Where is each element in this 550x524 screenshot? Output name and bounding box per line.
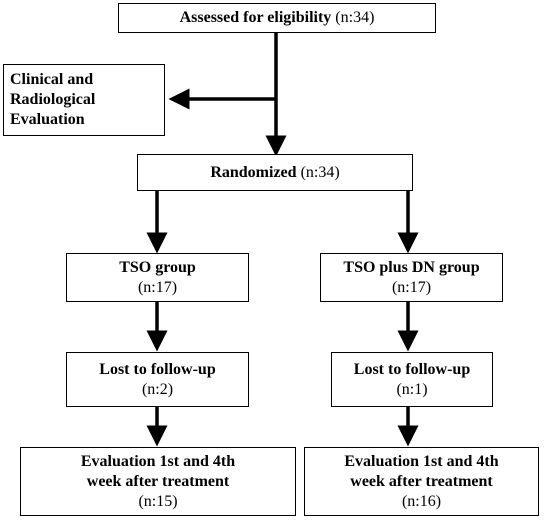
- clinical-evaluation-box: Clinical and Radiological Evaluation: [3, 64, 165, 136]
- randomized-label: Randomized: [210, 163, 297, 181]
- final-left-box: Evaluation 1st and 4th week after treatm…: [20, 447, 296, 516]
- final-left-line-1: Evaluation 1st and 4th: [80, 452, 236, 470]
- final-right-line-2: week after treatment: [350, 472, 493, 490]
- assessed-box: Assessed for eligibility (n:34): [118, 3, 436, 33]
- assessed-label: Assessed for eligibility: [179, 9, 332, 26]
- randomized-count: (n:34): [300, 163, 340, 181]
- lost-left-count: (n:2): [141, 380, 174, 398]
- assessed-count: (n:34): [335, 9, 375, 26]
- lost-left-label: Lost to follow-up: [99, 360, 216, 378]
- clinical-line-3: Evaluation: [10, 111, 85, 128]
- tso-group-label: TSO group: [119, 258, 196, 276]
- tso-dn-group-count: (n:17): [391, 278, 432, 296]
- randomized-box: Randomized (n:34): [137, 154, 413, 191]
- lost-right-box: Lost to follow-up (n:1): [331, 352, 493, 407]
- final-right-line-1: Evaluation 1st and 4th: [344, 452, 499, 470]
- lost-right-label: Lost to follow-up: [353, 360, 471, 378]
- tso-dn-group-label: TSO plus DN group: [343, 258, 480, 276]
- lost-right-count: (n:1): [396, 380, 428, 398]
- lost-left-box: Lost to follow-up (n:2): [66, 352, 249, 407]
- final-right-box: Evaluation 1st and 4th week after treatm…: [304, 447, 539, 516]
- tso-group-count: (n:17): [137, 278, 178, 296]
- clinical-line-1: Clinical and: [10, 71, 94, 88]
- final-left-line-2: week after treatment: [86, 472, 230, 490]
- tso-dn-group-box: TSO plus DN group (n:17): [320, 253, 503, 302]
- clinical-line-2: Radiological: [10, 91, 96, 108]
- final-right-count: (n:16): [401, 492, 442, 510]
- final-left-count: (n:15): [138, 492, 178, 510]
- tso-group-box: TSO group (n:17): [66, 253, 249, 302]
